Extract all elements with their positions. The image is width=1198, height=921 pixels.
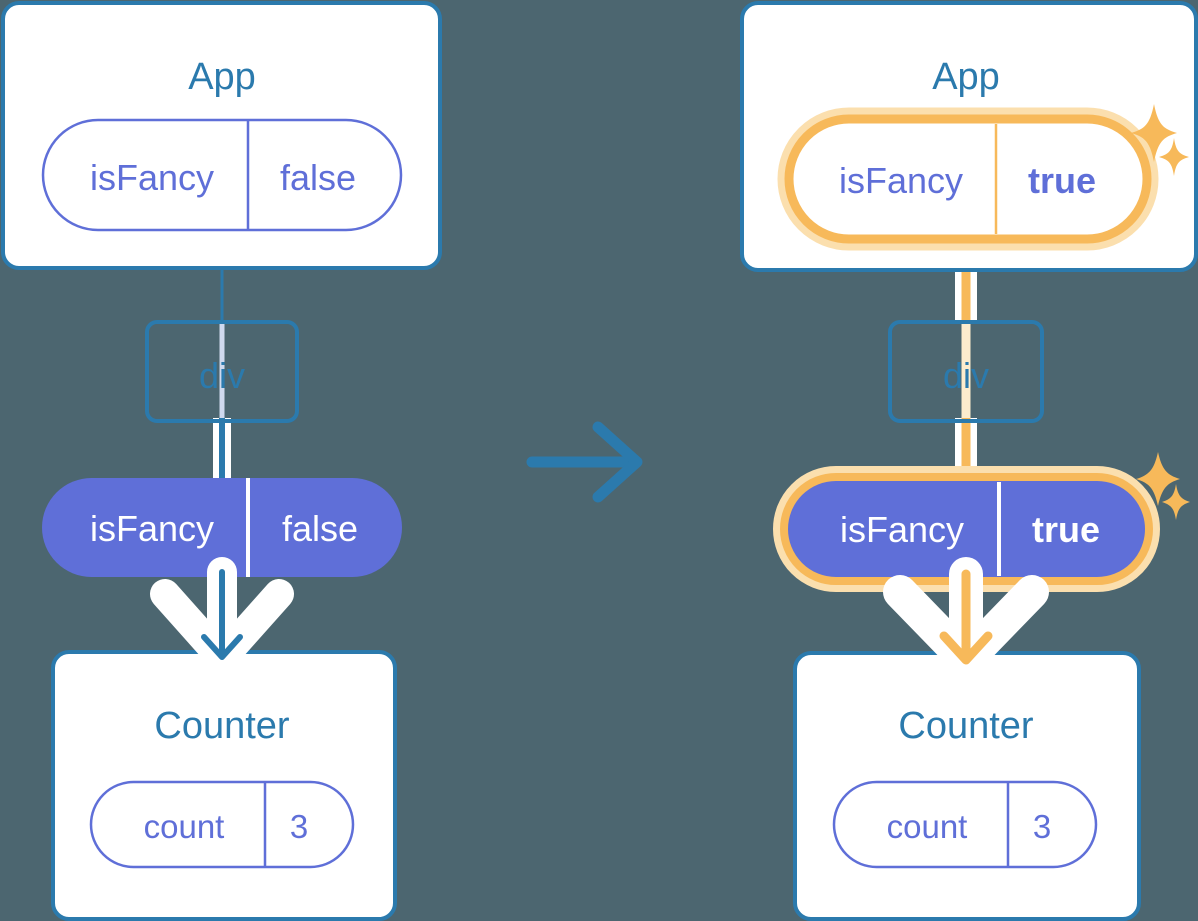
counter-state-pill-after[interactable]: count 3 xyxy=(832,780,1098,869)
before-column: App isFancy false div isFancy false xyxy=(1,1,442,921)
sparkle-prop-small-icon xyxy=(1162,484,1190,520)
div-box-before-frame xyxy=(145,320,299,423)
transition-arrow-head xyxy=(592,421,643,503)
flow-arrow-before xyxy=(150,557,294,673)
flow-arrow-after xyxy=(883,557,1049,677)
flow-arrow-before-head xyxy=(201,634,243,660)
sparkle-app-small-icon xyxy=(1159,138,1189,176)
app-box-before-title: App xyxy=(188,56,256,98)
counter-state-pill-before-frame xyxy=(89,780,355,869)
div-box-after-frame xyxy=(888,320,1044,423)
app-state-pill-after-highlight-ring xyxy=(784,114,1152,244)
app-box-after-title: App xyxy=(932,56,1000,98)
prop-pill-after[interactable]: isFancy true xyxy=(773,452,1190,592)
counter-state-pill-before[interactable]: count 3 xyxy=(89,780,355,869)
counter-state-pill-after-value: 3 xyxy=(1033,808,1051,845)
prop-pill-after-name: isFancy xyxy=(840,509,964,550)
counter-state-pill-after-frame xyxy=(832,780,1098,869)
counter-state-pill-before-value: 3 xyxy=(290,808,308,845)
app-box-before[interactable]: App isFancy false xyxy=(1,1,442,270)
flow-arrow-after-head xyxy=(939,631,993,665)
counter-box-before-title: Counter xyxy=(154,705,290,747)
div-box-after[interactable]: div xyxy=(888,320,1044,423)
counter-state-pill-after-name: count xyxy=(887,808,968,845)
prop-pill-before-value: false xyxy=(282,508,358,549)
div-box-after-label: div xyxy=(943,355,989,396)
app-state-pill-before-name: isFancy xyxy=(90,157,214,198)
app-state-pill-after[interactable]: isFancy true xyxy=(777,107,1159,251)
div-box-before[interactable]: div xyxy=(145,320,299,423)
counter-box-after[interactable]: Counter count 3 xyxy=(793,651,1141,921)
counter-box-before[interactable]: Counter count 3 xyxy=(51,650,397,921)
prop-pill-before-name: isFancy xyxy=(90,508,214,549)
prop-pill-before[interactable]: isFancy false xyxy=(42,478,402,577)
prop-pill-before-frame xyxy=(42,478,402,577)
after-column: App isFancy true xyxy=(740,1,1198,921)
sparkle-app-large-icon xyxy=(1131,104,1177,162)
prop-pill-after-value: true xyxy=(1032,509,1100,550)
app-state-pill-before-value: false xyxy=(280,157,356,198)
app-box-after[interactable]: App isFancy true xyxy=(740,1,1198,272)
app-state-pill-after-value: true xyxy=(1028,160,1096,201)
counter-box-after-title: Counter xyxy=(898,705,1034,747)
app-state-pill-before-frame xyxy=(41,118,403,232)
app-state-pill-after-name: isFancy xyxy=(839,160,963,201)
app-state-pill-before[interactable]: isFancy false xyxy=(41,118,403,232)
div-box-before-label: div xyxy=(199,355,245,396)
counter-state-pill-before-name: count xyxy=(144,808,225,845)
transition-arrow-icon xyxy=(526,421,643,503)
sparkle-prop-large-icon xyxy=(1136,452,1180,506)
